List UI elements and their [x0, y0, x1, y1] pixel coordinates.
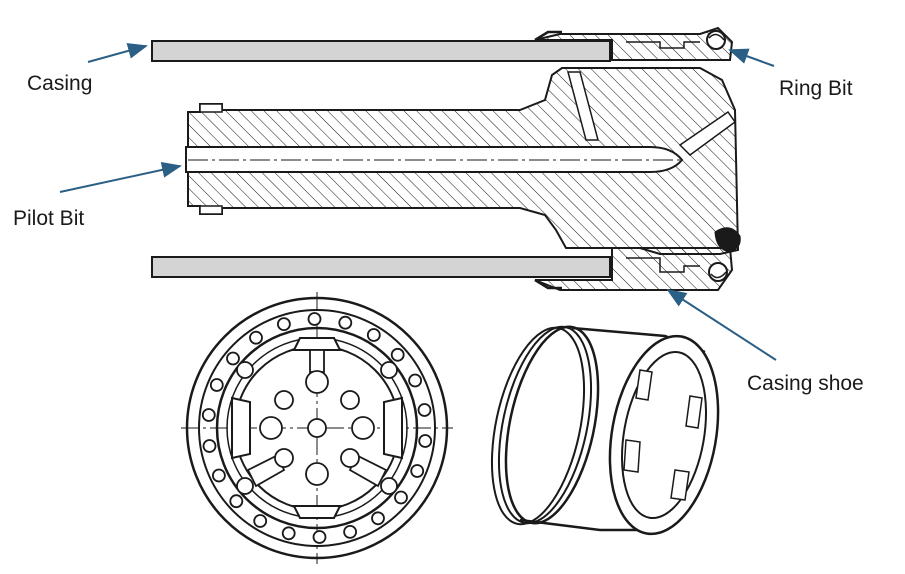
flushing-hole-front	[678, 110, 737, 156]
pilot-bit-label: Pilot Bit	[13, 207, 85, 230]
gauge-button	[249, 330, 263, 345]
casing-shoe-label: Casing shoe	[747, 372, 864, 395]
gauge-button	[371, 511, 385, 526]
shank-spline-lower	[199, 205, 223, 215]
flushing-hole-upper	[567, 71, 599, 141]
casing-label: Casing	[27, 72, 93, 95]
pilot-bit-arrow	[59, 161, 182, 193]
gauge-button-ring	[201, 312, 433, 544]
gauge-button	[408, 373, 423, 388]
gauge-button	[410, 464, 425, 478]
gauge-button	[201, 408, 216, 422]
gauge-button	[418, 434, 433, 448]
gauge-button	[417, 403, 432, 417]
casing-shoe-view	[490, 325, 720, 536]
bit-face-view	[181, 292, 453, 564]
ring-bit-label: Ring Bit	[779, 77, 853, 100]
casing-arrow	[87, 43, 148, 63]
casing-lower	[151, 256, 611, 278]
gauge-button	[312, 530, 327, 544]
gauge-button	[366, 328, 381, 342]
ring-bit-arrow	[728, 48, 775, 67]
gauge-button	[229, 494, 244, 509]
ring-bit-upper	[534, 26, 734, 61]
gauge-button	[338, 315, 353, 330]
flushing-bore	[185, 146, 684, 173]
cross-section	[151, 26, 741, 291]
gauge-button	[226, 351, 240, 366]
casing-upper	[151, 40, 611, 62]
ring-bit-button-lower	[708, 262, 728, 282]
gauge-button	[202, 439, 217, 453]
gauge-button	[209, 378, 224, 392]
gauge-button	[281, 526, 296, 541]
gauge-button	[276, 317, 291, 332]
leader-arrows	[59, 43, 777, 361]
gauge-button	[390, 347, 405, 362]
gauge-button	[714, 227, 741, 253]
gauge-button	[307, 312, 322, 326]
casing-shoe-arrow	[666, 288, 777, 361]
gauge-button	[211, 468, 226, 483]
gauge-button	[343, 525, 358, 539]
gauge-button	[394, 490, 408, 505]
gauge-button	[253, 514, 268, 528]
shank-spline	[199, 103, 223, 113]
ring-bit-lower	[534, 227, 741, 291]
ring-bit-button-upper	[706, 30, 726, 50]
